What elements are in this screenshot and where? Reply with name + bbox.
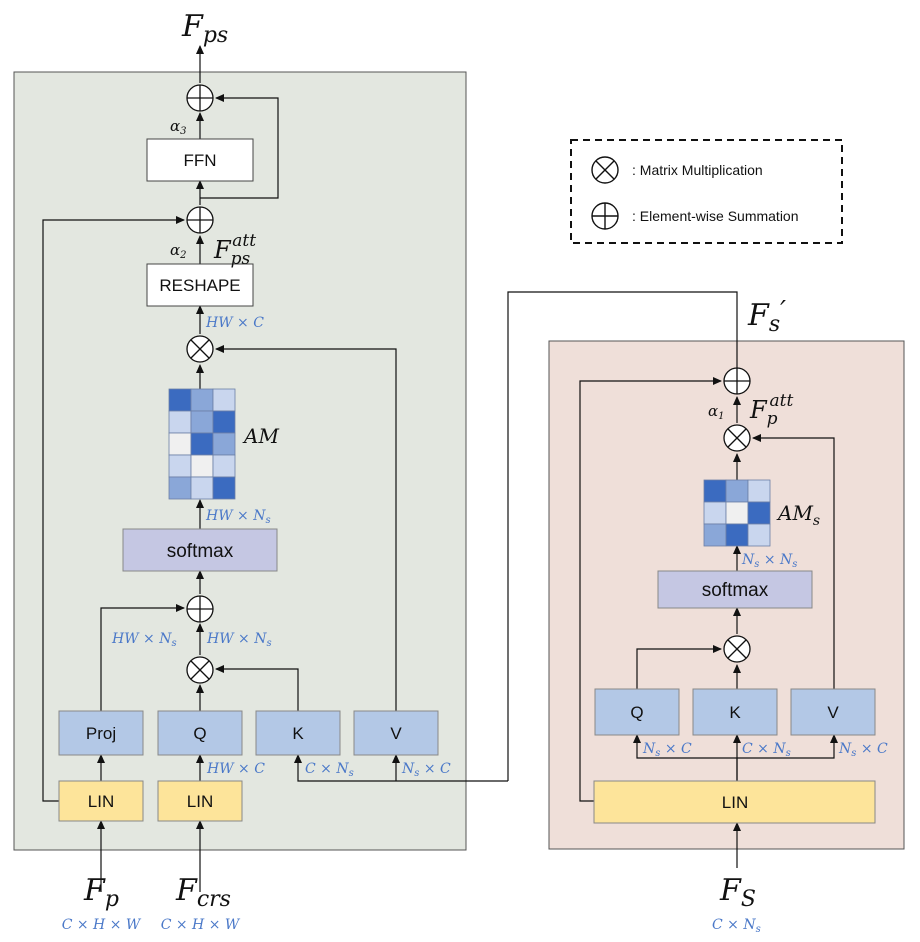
reshape-box bbox=[146, 263, 254, 307]
k-left-label: K bbox=[292, 724, 304, 743]
fp-att-label: Fpatt bbox=[749, 391, 794, 429]
proj-label: Proj bbox=[86, 724, 116, 743]
fs-input-label: FS bbox=[719, 873, 756, 912]
matmul-legend-icon bbox=[591, 156, 619, 184]
alpha2-label: α2 bbox=[170, 241, 187, 261]
dim-hw-ns-proj: HW × Ns bbox=[111, 631, 177, 649]
k-right-label: K bbox=[729, 703, 741, 722]
lin-box-fp bbox=[58, 780, 144, 822]
v-right-label: V bbox=[827, 703, 839, 722]
alpha3-label: α3 bbox=[170, 117, 187, 137]
lin-fp-label: LIN bbox=[88, 792, 114, 811]
dim-ns-ns: Ns × Ns bbox=[741, 552, 797, 570]
sum-icon bbox=[186, 84, 214, 112]
fs-dim-label: C × Ns bbox=[712, 917, 761, 935]
sum-icon bbox=[186, 595, 214, 623]
matmul-icon bbox=[186, 656, 214, 684]
k-box-right bbox=[692, 688, 778, 736]
proj-box bbox=[58, 710, 144, 756]
k-box-left bbox=[255, 710, 341, 756]
fcrs-input-label: Fcrs bbox=[175, 873, 231, 912]
matmul-legend-label: : Matrix Multiplication bbox=[632, 162, 763, 178]
lin-fcrs-label: LIN bbox=[187, 792, 213, 811]
am-label: AM bbox=[242, 424, 279, 448]
ffn-label: FFN bbox=[183, 151, 216, 170]
legend: : Matrix Multiplication : Element-wise S… bbox=[570, 139, 843, 244]
sum-legend-label: : Element-wise Summation bbox=[632, 208, 799, 224]
attention-map-right bbox=[703, 479, 771, 547]
dim-c-ns-k: C × Ns bbox=[305, 761, 354, 779]
dim-ns-c-v-right: Ns × C bbox=[838, 741, 888, 759]
v-left-label: V bbox=[390, 724, 402, 743]
ffn-box bbox=[146, 138, 254, 182]
fs-prime-label: Fs′ bbox=[747, 296, 786, 337]
softmax-left-label: softmax bbox=[167, 541, 234, 562]
alpha1-label: α1 bbox=[708, 402, 725, 422]
dim-ns-c-q-right: Ns × C bbox=[642, 741, 692, 759]
fcrs-dim-label: C × H × W bbox=[161, 917, 241, 933]
q-box-right bbox=[594, 688, 680, 736]
dim-hw-ns-am: HW × Ns bbox=[205, 508, 271, 526]
softmax-right-label: softmax bbox=[702, 580, 769, 601]
dim-c-ns-k-right: C × Ns bbox=[742, 741, 791, 759]
softmax-box-left bbox=[122, 528, 278, 572]
dim-hw-c-top: HW × C bbox=[205, 315, 264, 331]
matmul-icon bbox=[723, 635, 751, 663]
fps-att-label: Fpsatt bbox=[213, 231, 256, 269]
matmul-icon bbox=[186, 335, 214, 363]
lin-box-fs bbox=[593, 780, 876, 824]
v-box-right bbox=[790, 688, 876, 736]
reshape-label: RESHAPE bbox=[159, 276, 240, 295]
q-box-left bbox=[157, 710, 243, 756]
v-box-left bbox=[353, 710, 439, 756]
fp-input-label: Fp bbox=[83, 873, 119, 912]
softmax-box-right bbox=[657, 570, 813, 609]
matmul-icon bbox=[723, 424, 751, 452]
attention-map-left bbox=[168, 388, 236, 500]
sum-icon bbox=[186, 206, 214, 234]
dim-hw-ns-mm: HW × Ns bbox=[206, 631, 272, 649]
sum-icon bbox=[723, 367, 751, 395]
sum-legend-icon bbox=[591, 202, 619, 230]
lin-box-fcrs bbox=[157, 780, 243, 822]
lin-fs-label: LIN bbox=[722, 793, 748, 812]
dim-ns-c-v: Ns × C bbox=[401, 761, 451, 779]
ams-label: AMs bbox=[776, 501, 820, 529]
fp-dim-label: C × H × W bbox=[62, 917, 142, 933]
fps-output-label: Fps bbox=[181, 9, 228, 48]
q-right-label: Q bbox=[630, 703, 643, 722]
q-left-label: Q bbox=[193, 724, 206, 743]
dim-hw-c-q: HW × C bbox=[206, 761, 265, 777]
